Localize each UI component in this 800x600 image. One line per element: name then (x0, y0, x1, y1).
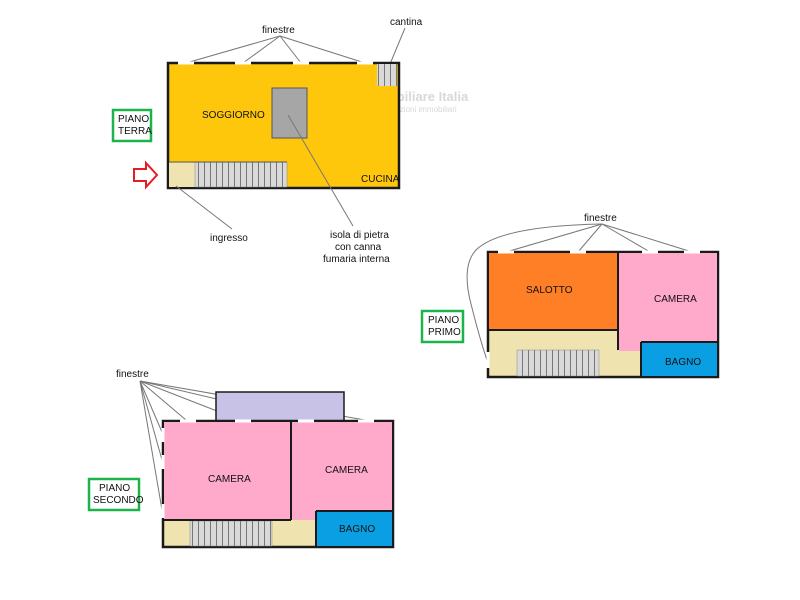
stone-island (271, 87, 308, 139)
ground-tag-line2: TERRA (118, 126, 152, 137)
watermark-subtitle: Intermediazioni immobiliari (362, 105, 457, 114)
terrace-area (215, 391, 345, 423)
first-tag-line2: PRIMO (428, 327, 461, 338)
first-stairs (516, 349, 600, 377)
second-floor-tag (87, 477, 141, 512)
island-label-line3: fumaria interna (323, 254, 390, 265)
ground-floor-tag (111, 108, 153, 143)
island-label-line2: con canna (335, 242, 382, 253)
ground-floor-plan: finestre cantina SOGGIORNO CUCINA ingres… (111, 17, 423, 265)
second-inner-walls (164, 421, 393, 547)
second-windows-label: finestre (116, 369, 149, 380)
second-tag-line2: SECONDO (93, 495, 144, 506)
second-tag-line1: PIANO (99, 483, 130, 494)
cellar-stairs (377, 64, 397, 86)
ground-windows-label: finestre (262, 25, 295, 36)
room-lounge-area (489, 253, 618, 330)
island-leader-line (287, 114, 354, 227)
room-bath2: BAGNO (339, 524, 375, 535)
first-floor-plan: finestre SALOTTO CAMERA BAGNO PIANO PRIM… (420, 213, 720, 379)
entrance-leader-line (175, 185, 233, 230)
room-bath: BAGNO (665, 357, 701, 368)
room-kitchen: CUCINA (361, 174, 400, 185)
first-inner-walls (489, 252, 718, 377)
ground-stairs (194, 161, 288, 188)
room-living: SOGGIORNO (202, 110, 265, 121)
room-bath2-area (316, 511, 392, 546)
ground-entrance-area (169, 162, 195, 187)
room-bedroom2-area (292, 422, 392, 520)
second-stairs (189, 520, 273, 547)
first-floor-tag (420, 309, 465, 344)
second-windows (161, 419, 374, 518)
ground-windows (178, 61, 373, 65)
entrance-label: ingresso (210, 233, 248, 244)
first-windows (486, 250, 700, 368)
first-windows-label: finestre (584, 213, 617, 224)
room-bedroom1: CAMERA (208, 474, 251, 485)
room-bedroom-area (619, 253, 717, 351)
room-lounge: SALOTTO (526, 285, 573, 296)
room-bedroom: CAMERA (654, 294, 697, 305)
first-tag-line1: PIANO (428, 315, 459, 326)
ground-tag-line1: PIANO (118, 114, 149, 125)
ground-cellar-label: cantina (390, 17, 423, 28)
room-bedroom1-area (164, 422, 291, 520)
entrance-arrow-icon (133, 160, 159, 190)
island-label-line1: isola di pietra (330, 230, 389, 241)
first-window-leader-lines (466, 223, 693, 361)
second-floor-plan: finestre CAMERA CAMERA BAGNO PIANO SECON… (87, 369, 395, 549)
room-bath-area (641, 342, 717, 376)
room-bedroom2: CAMERA (325, 465, 368, 476)
